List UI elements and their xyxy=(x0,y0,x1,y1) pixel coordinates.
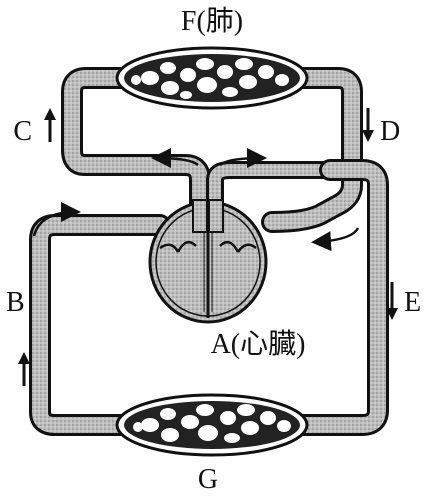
flow-arrow-return xyxy=(316,228,358,242)
lung-label: F(肺) xyxy=(181,6,243,37)
down-arrow-icon xyxy=(362,108,374,142)
vessel-b-label: B xyxy=(6,287,25,318)
body-capillary-bed xyxy=(117,395,307,455)
up-arrow-icon xyxy=(18,352,30,386)
vessel-d-label: D xyxy=(380,116,400,147)
heart-label: A(心臓) xyxy=(211,328,306,360)
up-arrow-icon xyxy=(44,108,56,142)
vessel-c-label: C xyxy=(13,116,32,147)
body-tissue-label: G xyxy=(198,464,218,495)
heart xyxy=(150,200,266,322)
vessel-e-label: E xyxy=(404,287,421,318)
lung-capillary-bed xyxy=(117,48,307,108)
